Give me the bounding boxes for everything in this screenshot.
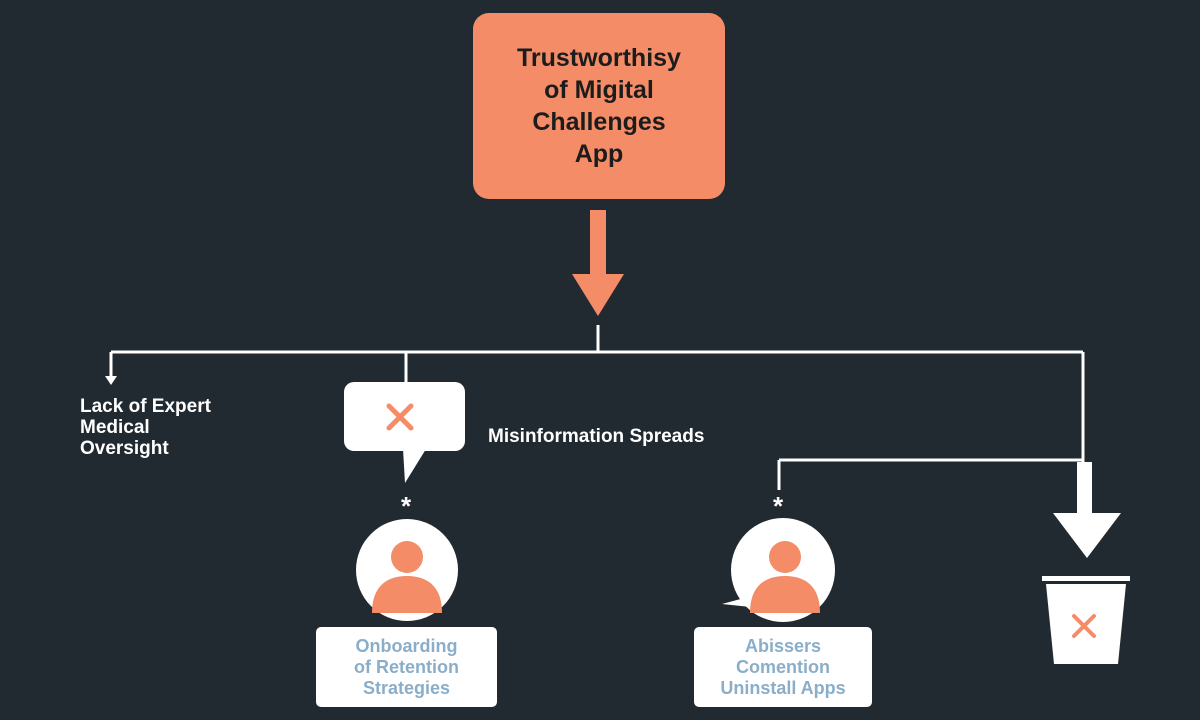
caption-text-2: Abissers Comention Uninstall Apps xyxy=(720,635,846,698)
caption-text-1: Onboarding of Retention Strategies xyxy=(354,635,459,698)
person-icon-1 xyxy=(356,519,458,621)
middle-branch-label: Misinformation Spreads xyxy=(488,426,705,447)
close-x-icon xyxy=(386,403,414,431)
asterisk-marker-1: * xyxy=(400,491,412,521)
speech-bubble xyxy=(344,382,465,483)
person-icon-2 xyxy=(722,518,835,622)
caption-box-1: Onboarding of Retention Strategies xyxy=(316,627,497,707)
right-down-arrow xyxy=(1053,462,1121,558)
root-node: Trustworthisy of Migital Challenges App xyxy=(473,13,725,199)
left-branch-label: Lack of Expert Medical Oversight xyxy=(80,396,211,459)
connector-lines xyxy=(109,325,1085,490)
trash-bin-icon xyxy=(1042,576,1130,664)
root-down-arrow xyxy=(572,210,624,316)
root-title: Trustworthisy of Migital Challenges App xyxy=(517,44,681,168)
caption-box-2: Abissers Comention Uninstall Apps xyxy=(694,627,872,707)
left-branch-arrowhead xyxy=(105,376,117,385)
asterisk-marker-2: * xyxy=(772,491,784,521)
